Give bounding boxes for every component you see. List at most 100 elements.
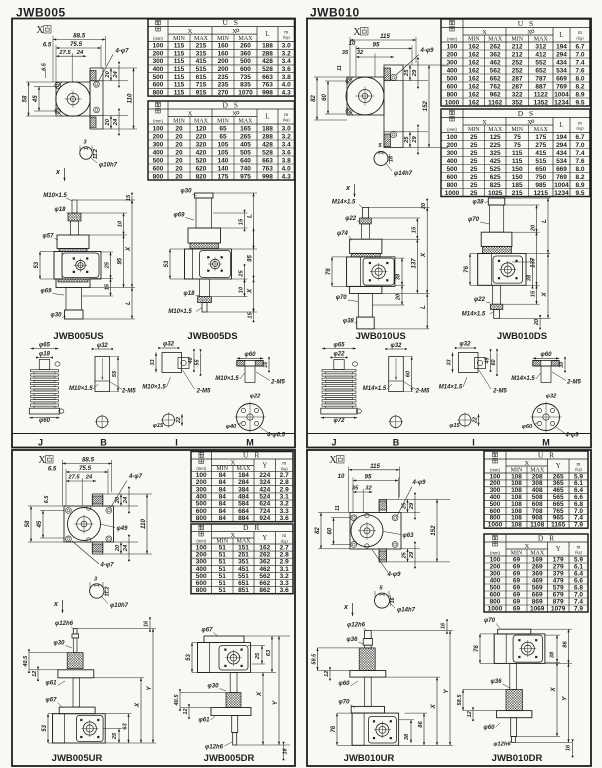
- svg-text:265: 265: [240, 133, 251, 140]
- svg-text:1069: 1069: [530, 605, 545, 612]
- svg-text:100: 100: [490, 556, 501, 563]
- svg-text:29: 29: [409, 551, 415, 559]
- svg-text:JWB005UR: JWB005UR: [52, 753, 103, 764]
- svg-text:6.8: 6.8: [574, 584, 583, 591]
- svg-text:200: 200: [196, 479, 207, 486]
- svg-text:2.9: 2.9: [280, 559, 289, 566]
- svg-text:X: X: [430, 704, 437, 710]
- svg-text:6.5: 6.5: [42, 62, 48, 71]
- svg-text:279: 279: [553, 563, 564, 570]
- svg-text:662: 662: [490, 75, 501, 82]
- svg-text:200: 200: [153, 133, 164, 140]
- svg-text:115: 115: [174, 82, 185, 89]
- svg-text:3.8: 3.8: [282, 74, 291, 81]
- svg-text:φ30: φ30: [208, 684, 220, 690]
- svg-text:20: 20: [175, 173, 183, 180]
- svg-text:X: X: [232, 28, 237, 35]
- svg-text:φ18: φ18: [55, 207, 67, 213]
- svg-text:100: 100: [196, 472, 207, 479]
- svg-text:287: 287: [512, 83, 523, 90]
- svg-text:25: 25: [402, 551, 408, 559]
- svg-text:300: 300: [153, 58, 164, 65]
- svg-text:(kg): (kg): [283, 35, 291, 40]
- svg-text:108: 108: [511, 487, 522, 494]
- svg-text:162: 162: [468, 59, 479, 66]
- svg-text:151: 151: [238, 545, 249, 552]
- svg-text:1000: 1000: [488, 605, 503, 612]
- svg-text:76: 76: [331, 725, 337, 732]
- svg-text:X: X: [247, 288, 254, 294]
- svg-text:MAX: MAX: [236, 466, 251, 472]
- svg-text:425: 425: [490, 158, 501, 165]
- svg-text:6.7: 6.7: [575, 43, 584, 50]
- svg-text:25: 25: [112, 732, 118, 740]
- svg-text:412: 412: [535, 51, 546, 58]
- svg-text:1000: 1000: [488, 522, 503, 529]
- svg-text:φ65: φ65: [39, 343, 51, 349]
- svg-text:462: 462: [259, 566, 270, 573]
- svg-text:(mm): (mm): [490, 468, 500, 473]
- svg-text:284: 284: [238, 479, 249, 486]
- svg-text:(kg): (kg): [575, 550, 583, 555]
- svg-text:150: 150: [512, 174, 523, 181]
- svg-text:1165: 1165: [551, 522, 565, 529]
- svg-text:φ60: φ60: [522, 424, 533, 430]
- svg-text:φ30: φ30: [181, 189, 193, 195]
- svg-text:m: m: [578, 121, 582, 126]
- svg-text:600: 600: [447, 174, 458, 181]
- svg-text:M: M: [542, 438, 550, 448]
- svg-text:269: 269: [532, 563, 543, 570]
- svg-text:51: 51: [219, 566, 227, 573]
- svg-text:300: 300: [196, 486, 207, 493]
- svg-text:22: 22: [473, 417, 479, 424]
- svg-text:260: 260: [240, 43, 251, 50]
- svg-text:115: 115: [512, 150, 523, 157]
- svg-text:JWB005DS: JWB005DS: [187, 331, 237, 342]
- svg-text:724: 724: [259, 508, 270, 515]
- svg-text:500: 500: [196, 501, 207, 508]
- svg-text:I: I: [175, 438, 178, 448]
- svg-text:300: 300: [153, 141, 164, 148]
- svg-text:324: 324: [259, 479, 270, 486]
- svg-text:200: 200: [490, 563, 501, 570]
- svg-text:25: 25: [239, 270, 245, 278]
- svg-text:75: 75: [514, 134, 522, 141]
- svg-text:924: 924: [259, 515, 270, 522]
- svg-text:200: 200: [153, 50, 164, 57]
- svg-text:20: 20: [531, 224, 537, 232]
- svg-text:58.5: 58.5: [312, 653, 318, 665]
- svg-text:652: 652: [535, 67, 546, 74]
- svg-text:φ12h6: φ12h6: [493, 742, 511, 748]
- svg-text:Y: Y: [272, 700, 279, 705]
- svg-text:M14×1.5: M14×1.5: [511, 376, 535, 382]
- svg-text:2-M5: 2-M5: [270, 380, 285, 386]
- svg-text:763: 763: [262, 82, 273, 89]
- svg-text:235: 235: [218, 82, 229, 89]
- svg-text:4-φ9: 4-φ9: [387, 572, 402, 578]
- svg-text:500: 500: [153, 157, 164, 164]
- svg-text:32: 32: [365, 485, 372, 491]
- svg-text:308: 308: [532, 480, 543, 487]
- svg-text:12: 12: [183, 708, 189, 715]
- svg-text:1108: 1108: [530, 522, 544, 529]
- svg-text:2-M5: 2-M5: [415, 389, 430, 395]
- svg-text:3.2: 3.2: [282, 50, 291, 57]
- svg-text:3.6: 3.6: [280, 587, 289, 594]
- svg-text:400: 400: [153, 66, 164, 73]
- svg-text:379: 379: [553, 570, 564, 577]
- svg-text:60: 60: [328, 527, 334, 534]
- svg-text:20: 20: [115, 496, 121, 504]
- svg-text:835: 835: [240, 82, 251, 89]
- svg-text:84: 84: [219, 479, 227, 486]
- svg-text:84: 84: [219, 486, 227, 493]
- svg-text:1000: 1000: [445, 99, 460, 106]
- svg-text:640: 640: [240, 157, 251, 164]
- svg-text:108: 108: [511, 473, 522, 480]
- svg-text:420: 420: [196, 149, 207, 156]
- svg-text:5: 5: [379, 586, 383, 592]
- svg-text:20: 20: [175, 133, 183, 140]
- svg-text:MAX: MAX: [534, 127, 549, 133]
- svg-text:φ18: φ18: [39, 352, 51, 358]
- svg-text:600: 600: [240, 66, 251, 73]
- svg-text:5.9: 5.9: [574, 473, 583, 480]
